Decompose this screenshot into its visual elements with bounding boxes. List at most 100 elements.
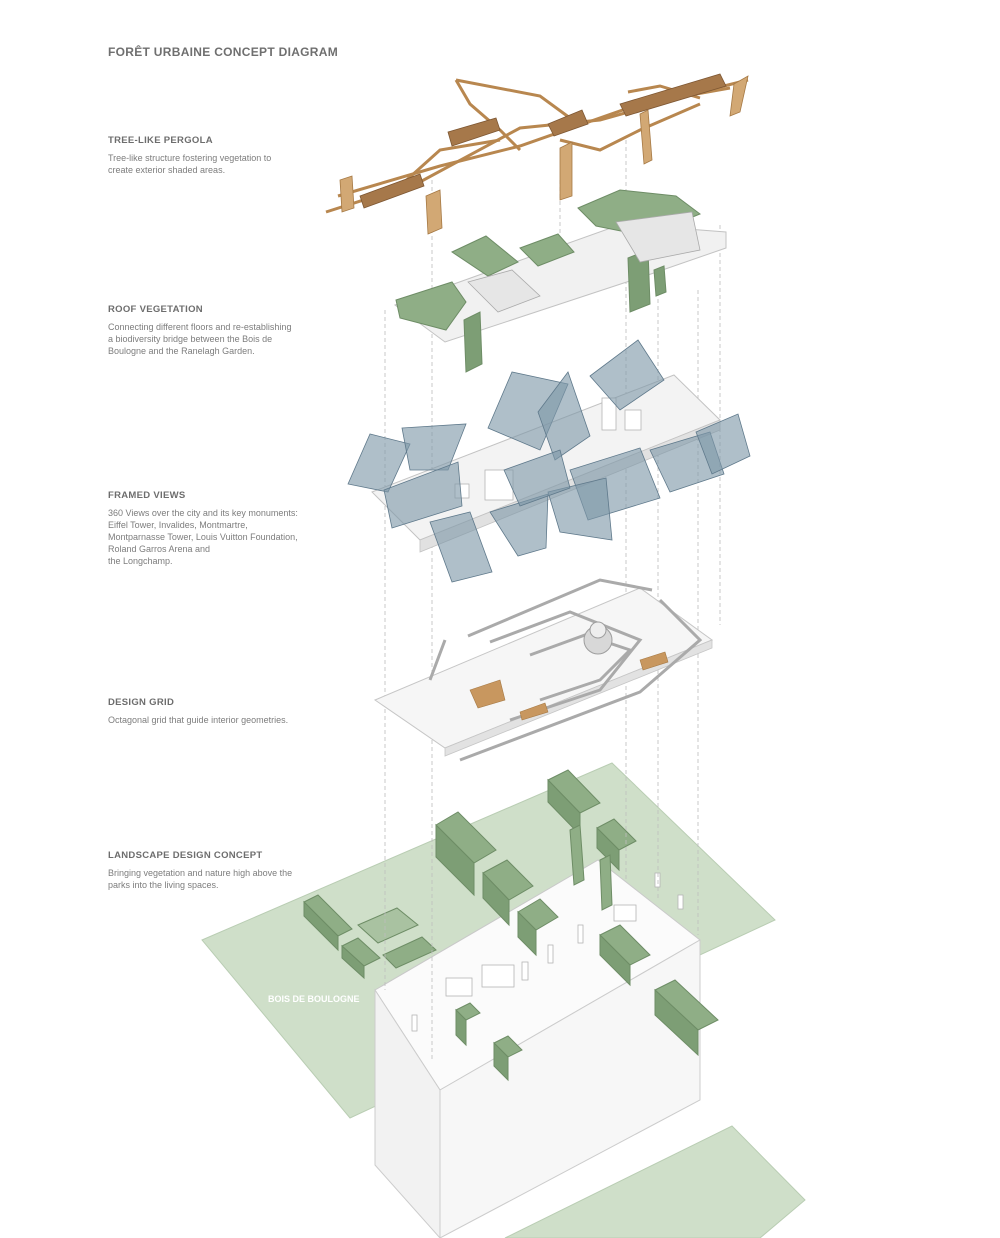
framed-view-panels xyxy=(347,339,751,583)
veg-box xyxy=(357,907,419,944)
layer-pergola-text: TREE-LIKE PERGOLA Tree-like structure fo… xyxy=(108,135,323,176)
layer-heading: ROOF VEGETATION xyxy=(108,304,203,315)
layer-heading: LANDSCAPE DESIGN CONCEPT xyxy=(108,850,263,861)
view-panel xyxy=(695,413,751,475)
rotunda-dome xyxy=(589,621,607,639)
interior-column xyxy=(547,944,554,964)
layer-desc-line: Connecting different floors and re-estab… xyxy=(108,322,292,332)
veg-box xyxy=(482,871,510,927)
layer-desc-line: Montparnasse Tower, Louis Vuitton Founda… xyxy=(108,532,298,542)
pergola-column xyxy=(339,175,355,213)
design-grid-layer xyxy=(373,578,714,762)
park-ranelagh xyxy=(504,1125,806,1238)
veg-box xyxy=(455,1008,467,1047)
grid-wall xyxy=(428,639,447,681)
veg-box xyxy=(654,988,699,1057)
interior-block xyxy=(445,977,473,997)
wood-patch xyxy=(519,702,549,721)
wood-patch xyxy=(639,651,669,671)
layer-heading: DESIGN GRID xyxy=(108,697,175,708)
grid-wall xyxy=(459,598,703,762)
green-roof xyxy=(450,235,519,277)
layer-desc-line: Boulogne and the Ranelagh Garden. xyxy=(108,346,255,356)
layer-desc-line: Eiffel Tower, Invalides, Montmartre, xyxy=(108,520,248,530)
layer-desc-line: 360 Views over the city and its key monu… xyxy=(108,508,298,518)
veg-box xyxy=(599,933,631,987)
roof-volume xyxy=(467,269,541,313)
grid-wall xyxy=(489,610,643,722)
layer-desc-line: the Longchamp. xyxy=(108,556,173,566)
layer-desc-line: a biodiversity bridge between the Bois d… xyxy=(108,334,273,344)
pergola-column xyxy=(559,141,573,201)
pergola-deck xyxy=(359,173,425,209)
veg-box xyxy=(569,824,585,886)
layer-heading: TREE-LIKE PERGOLA xyxy=(108,135,213,146)
layer-heading: FRAMED VIEWS xyxy=(108,490,186,501)
pergola-layer xyxy=(325,73,749,235)
layer-desc-line: Octagonal grid that guide interior geome… xyxy=(108,715,289,725)
view-panel xyxy=(383,461,463,529)
building-left-face xyxy=(374,988,441,1238)
pergola-column xyxy=(639,109,653,165)
veg-box xyxy=(341,944,365,980)
roof-vegetation-layer xyxy=(393,189,727,373)
grid-wall xyxy=(529,633,633,702)
green-shaft xyxy=(463,311,483,373)
green-roof xyxy=(395,281,467,331)
veg-box xyxy=(303,900,339,952)
building-right-face xyxy=(439,939,701,1238)
veg-box xyxy=(493,1041,509,1082)
view-panel xyxy=(429,511,493,583)
interior-column xyxy=(577,924,584,944)
view-panel xyxy=(537,371,591,461)
layer-roof-text: ROOF VEGETATION Connecting different flo… xyxy=(108,304,323,357)
interior-column xyxy=(521,961,529,981)
layer-landscape-text: LANDSCAPE DESIGN CONCEPT Bringing vegeta… xyxy=(108,850,323,891)
view-panel xyxy=(547,477,613,541)
grid-wall xyxy=(467,578,653,638)
roof-volume xyxy=(615,211,701,263)
pergola-deck xyxy=(619,73,727,117)
pergola-deck xyxy=(547,109,589,137)
view-panel xyxy=(589,339,665,411)
interior-block xyxy=(613,904,637,922)
green-roof xyxy=(519,233,575,267)
pergola-beam xyxy=(337,86,731,198)
layer-desc-line: create exterior shaded areas. xyxy=(108,165,226,175)
pergola-columns xyxy=(339,75,749,235)
interior-block xyxy=(624,409,642,431)
roof-volumes xyxy=(467,211,701,313)
green-shafts xyxy=(463,249,667,373)
pergola-column xyxy=(425,189,443,235)
layer-views-text: FRAMED VIEWS 360 Views over the city and… xyxy=(108,490,323,567)
veg-box xyxy=(596,826,620,872)
veg-box xyxy=(435,823,475,897)
green-shaft xyxy=(653,265,667,297)
interior-block xyxy=(481,964,515,988)
pergola-column xyxy=(729,75,749,117)
pergola-beam xyxy=(398,138,501,188)
park-label: BOIS DE BOULOGNE xyxy=(268,994,360,1004)
pergola-decks xyxy=(359,73,727,209)
layer-desc-line: Bringing vegetation and nature high abov… xyxy=(108,868,293,878)
layer-desc-line: parks into the living spaces. xyxy=(108,880,219,890)
view-panel xyxy=(503,449,571,507)
veg-box xyxy=(517,910,537,957)
pergola-beam xyxy=(559,102,701,152)
layer-desc-line: Tree-like structure fostering vegetation… xyxy=(108,153,272,163)
base-interior-objects xyxy=(411,872,684,1032)
veg-box xyxy=(382,936,437,969)
veg-box xyxy=(599,854,613,911)
interior-column xyxy=(411,1014,418,1032)
wood-patch xyxy=(469,679,506,709)
interior-column xyxy=(677,894,684,910)
pergola-deck xyxy=(447,117,501,147)
diagram-title: FORÊT URBAINE CONCEPT DIAGRAM xyxy=(108,45,339,59)
pergola-beam xyxy=(455,78,571,120)
layer-desc-line: Roland Garros Arena and xyxy=(108,544,211,554)
pergola-beam xyxy=(454,79,522,152)
wood-floor-patches xyxy=(469,651,669,721)
landscape-vegetation xyxy=(303,769,719,1082)
